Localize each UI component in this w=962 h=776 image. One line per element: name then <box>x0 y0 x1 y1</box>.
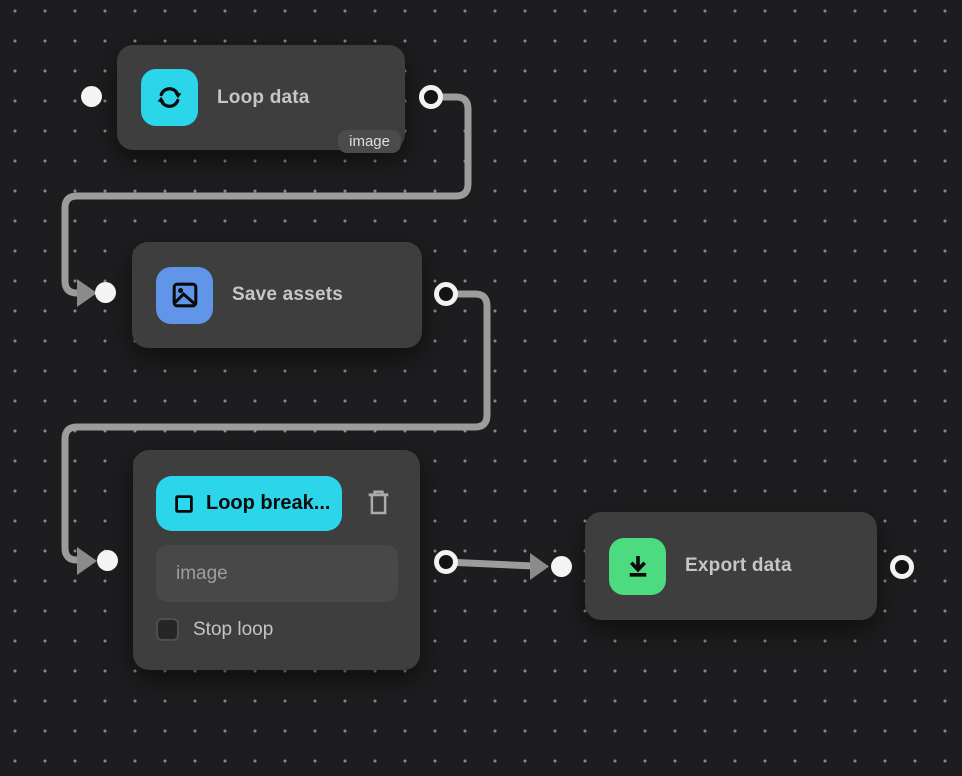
node-loop-break[interactable]: Loop break... Stop loop <box>133 450 420 670</box>
wire-save-assets-to-loop-break[interactable] <box>61 290 491 575</box>
stop-square-icon <box>175 494 193 513</box>
wire-loop-break-to-export-data[interactable] <box>445 553 549 580</box>
save-assets-input-port[interactable] <box>95 282 116 303</box>
loop-break-button[interactable]: Loop break... <box>156 476 342 531</box>
node-save-assets[interactable]: Save assets <box>132 242 422 348</box>
trash-icon[interactable] <box>365 488 392 519</box>
node-title: Save assets <box>232 284 344 305</box>
download-icon <box>609 537 666 595</box>
node-title: Export data <box>685 555 792 576</box>
node-export-data[interactable]: Export data <box>585 512 877 620</box>
image-icon <box>156 266 213 324</box>
export-data-output-port[interactable] <box>890 555 914 579</box>
loop-break-input-port[interactable] <box>97 550 118 571</box>
loop-data-output-port[interactable] <box>419 85 443 109</box>
export-data-input-port[interactable] <box>551 556 572 577</box>
loop-break-output-port[interactable] <box>434 550 458 574</box>
node-title: Loop data <box>217 86 310 108</box>
stop-loop-checkbox[interactable] <box>156 618 179 641</box>
loop-break-variable-input[interactable] <box>156 545 398 602</box>
loop-data-input-port[interactable] <box>81 86 102 107</box>
stop-loop-label: Stop loop <box>193 618 274 640</box>
wire-arrowhead <box>77 547 97 575</box>
node-loop-data[interactable]: Loop data image <box>117 45 405 153</box>
loop-icon <box>141 69 198 126</box>
wire-arrowhead <box>77 279 97 307</box>
node-output-tag: image <box>338 130 401 153</box>
wire-loop-data-to-save-assets[interactable] <box>61 93 472 307</box>
save-assets-output-port[interactable] <box>434 282 458 306</box>
loop-break-button-label: Loop break... <box>206 492 331 514</box>
wire-arrowhead <box>530 553 549 580</box>
